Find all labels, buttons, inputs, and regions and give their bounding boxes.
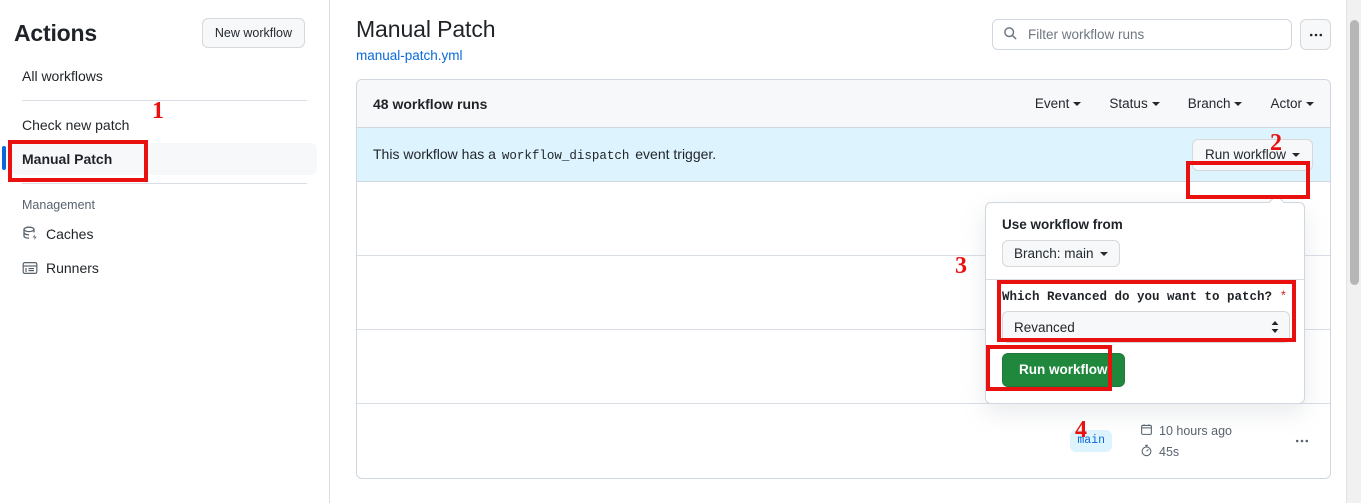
sidebar-item-check-new-patch[interactable]: Check new patch	[12, 109, 317, 141]
branch-badge[interactable]: main	[1070, 430, 1112, 452]
header-actions	[992, 19, 1331, 50]
chevron-down-icon	[1151, 101, 1160, 106]
revanced-select-value: Revanced	[1014, 319, 1075, 335]
sidebar-item-all-workflows[interactable]: All workflows	[12, 60, 317, 92]
filter-actor[interactable]: Actor	[1270, 96, 1314, 111]
runs-filters: Event Status Branch Actor	[1035, 96, 1314, 111]
run-workflow-button-label: Run workflow	[1204, 146, 1286, 162]
runs-toolbar: 48 workflow runs Event Status Branch	[357, 80, 1330, 128]
run-duration: 45s	[1140, 444, 1290, 460]
runs-count-label: 48 workflow runs	[373, 95, 488, 112]
filter-runs-box[interactable]	[992, 19, 1292, 50]
use-workflow-from-section: Use workflow from Branch: main	[986, 203, 1304, 279]
chevron-down-icon	[1234, 101, 1243, 106]
workflow-file-link[interactable]: manual-patch.yml	[356, 48, 463, 63]
sidebar-header: Actions New workflow	[0, 0, 329, 58]
page-scrollbar[interactable]	[1346, 0, 1361, 503]
revanced-select[interactable]: Revanced	[1002, 311, 1290, 343]
filter-status-label: Status	[1109, 96, 1148, 111]
search-icon	[1003, 26, 1018, 44]
new-workflow-button[interactable]: New workflow	[201, 18, 305, 48]
sidebar: Actions New workflow All workflows Check…	[0, 0, 330, 503]
sidebar-item-label: Check new patch	[22, 117, 130, 133]
workflow-dispatch-banner: This workflow has a workflow_dispatch ev…	[357, 128, 1330, 182]
workflow-input-section: Which Revanced do you want to patch? * R…	[986, 280, 1304, 349]
run-duration-label: 45s	[1159, 444, 1180, 459]
row-kebab-icon[interactable]	[1290, 433, 1314, 449]
stopwatch-icon	[1140, 444, 1153, 460]
table-row[interactable]: main 10 hours ago	[357, 404, 1330, 478]
sidebar-item-runners[interactable]: Runners	[12, 252, 317, 284]
run-date: 10 hours ago	[1140, 423, 1290, 439]
run-date-label: 10 hours ago	[1159, 423, 1232, 438]
sidebar-list: All workflows Check new patch Manual Pat…	[0, 60, 329, 284]
branch-select-label: Branch: main	[1014, 246, 1094, 261]
branch-select-button[interactable]: Branch: main	[1002, 240, 1120, 267]
cache-icon	[22, 226, 38, 242]
runners-icon	[22, 260, 38, 276]
run-meta: 10 hours ago 45s	[1140, 423, 1290, 460]
calendar-icon	[1140, 423, 1153, 439]
dropdown-caret-icon	[1269, 195, 1283, 203]
search-input[interactable]	[1026, 26, 1281, 43]
filter-event[interactable]: Event	[1035, 96, 1082, 111]
chevron-down-icon	[1099, 251, 1108, 256]
chevron-down-icon	[1292, 152, 1300, 157]
kebab-icon	[1309, 33, 1322, 36]
sidebar-group-management: Management	[22, 198, 95, 212]
required-marker: *	[1279, 290, 1288, 304]
workflow-input-label: Which Revanced do you want to patch? *	[1002, 290, 1288, 304]
sidebar-item-caches[interactable]: Caches	[12, 218, 317, 250]
dispatch-text-after: event trigger.	[635, 146, 717, 162]
sidebar-divider	[22, 183, 307, 184]
filter-status[interactable]: Status	[1109, 96, 1160, 111]
page-scrollbar-thumb[interactable]	[1350, 20, 1359, 285]
kebab-icon	[1295, 439, 1309, 443]
dropdown-footer: Run workflow	[986, 349, 1304, 403]
dispatch-event-code: workflow_dispatch	[501, 149, 630, 163]
sidebar-item-label: Manual Patch	[22, 151, 113, 167]
chevron-down-icon	[1306, 101, 1314, 106]
filter-branch-label: Branch	[1187, 96, 1231, 111]
sidebar-item-label: All workflows	[22, 68, 103, 84]
chevron-down-icon	[1073, 101, 1082, 106]
page-title: Actions	[14, 19, 97, 46]
run-workflow-submit-button[interactable]: Run workflow	[1002, 353, 1125, 387]
select-arrows-icon	[1270, 320, 1280, 334]
sidebar-item-label: Runners	[46, 260, 99, 276]
sidebar-item-manual-patch[interactable]: Manual Patch	[2, 143, 317, 175]
workflow-title: Manual Patch	[356, 16, 496, 42]
more-options-button[interactable]	[1300, 19, 1331, 50]
filter-branch[interactable]: Branch	[1188, 96, 1243, 111]
filter-event-label: Event	[1034, 96, 1070, 111]
workflow-input-label-text: Which Revanced do you want to patch?	[1002, 290, 1273, 304]
run-workflow-dropdown-panel: Use workflow from Branch: main Which Rev…	[985, 202, 1305, 404]
filter-actor-label: Actor	[1270, 96, 1302, 111]
sidebar-item-label: Caches	[46, 226, 94, 242]
sidebar-divider	[22, 100, 307, 101]
dispatch-banner-text: This workflow has a workflow_dispatch ev…	[373, 146, 716, 163]
run-workflow-dropdown-button[interactable]: Run workflow	[1191, 138, 1313, 171]
workflow-title-block: Manual Patch manual-patch.yml	[356, 14, 496, 63]
page-edge	[1331, 0, 1346, 503]
dropdown-divider	[986, 279, 1304, 280]
main-header: Manual Patch manual-patch.yml	[356, 14, 1331, 63]
use-workflow-from-label: Use workflow from	[1002, 217, 1123, 232]
dispatch-text-before: This workflow has a	[373, 146, 496, 162]
